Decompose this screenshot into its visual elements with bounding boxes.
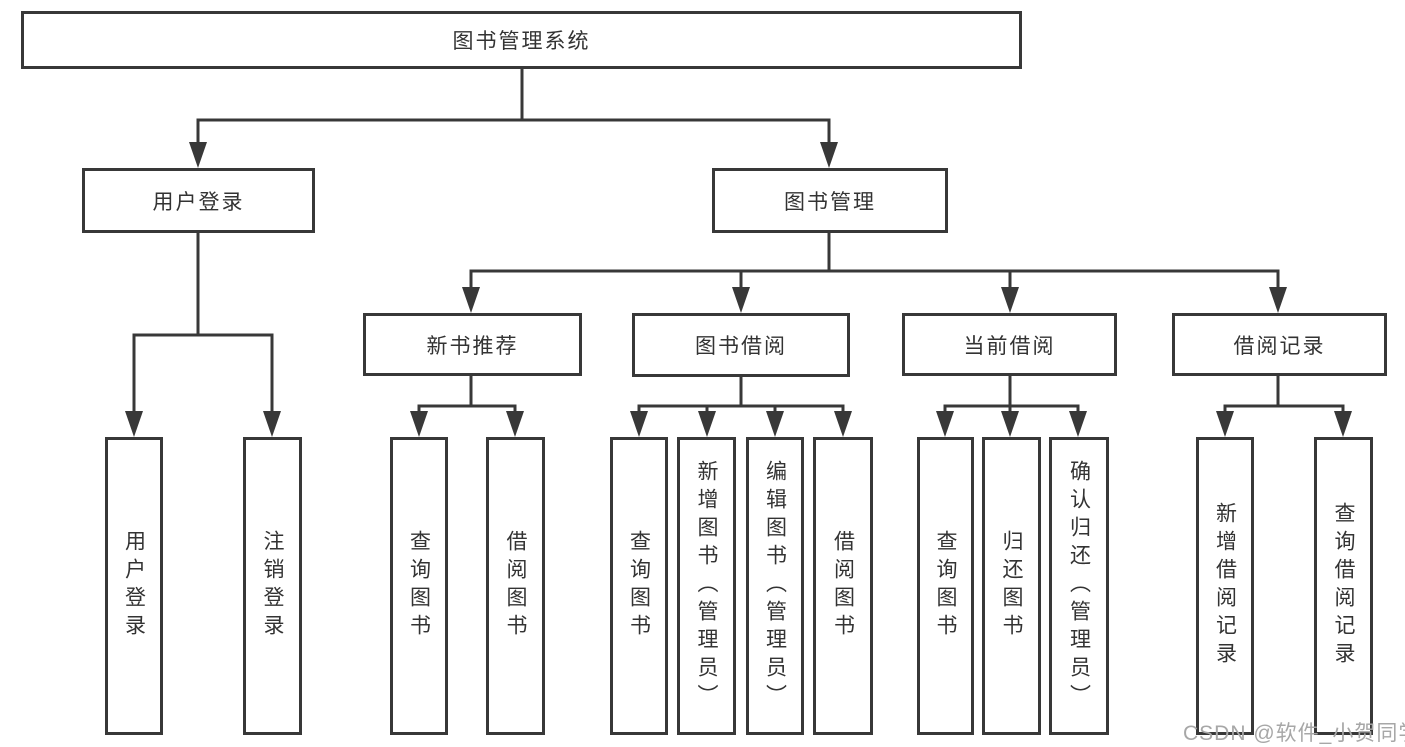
node-current-borrow: 当前借阅: [902, 313, 1117, 376]
node-label: 当前借阅: [963, 334, 1056, 358]
leaf-records-add-borrow-record: 新增借阅记录: [1196, 437, 1254, 735]
node-label: 图书管理: [784, 190, 876, 214]
leaf-current-confirm-return-admin: 确认归还（管理员）: [1049, 437, 1109, 735]
leaf-current-return-books: 归还图书: [982, 437, 1041, 735]
node-new-book-recommend: 新书推荐: [363, 313, 582, 376]
leaf-records-query-borrow-record: 查询借阅记录: [1314, 437, 1373, 735]
node-label: 注销登录: [261, 530, 284, 642]
node-label: 借阅图书: [831, 530, 855, 642]
node-label: 查询图书: [934, 530, 957, 642]
csdn-watermark: CSDN @软件_小贺同学: [1183, 722, 1405, 745]
leaf-current-query-books: 查询图书: [917, 437, 974, 735]
leaf-borrow-add-books-admin: 新增图书（管理员）: [677, 437, 736, 735]
node-user-login: 用户登录: [82, 168, 315, 233]
node-label: 编辑图书（管理员）: [763, 460, 787, 712]
node-label: 查询借阅记录: [1332, 502, 1355, 670]
leaf-borrow-query-books: 查询图书: [610, 437, 668, 735]
node-label: 用户登录: [152, 190, 245, 214]
node-label: 新书推荐: [426, 334, 519, 358]
node-label: 确认归还（管理员）: [1067, 460, 1091, 712]
arrowheads: [125, 142, 1352, 437]
node-label: 图书管理系统: [452, 30, 591, 53]
leaf-user-login: 用户登录: [105, 437, 163, 735]
node-book-management: 图书管理: [712, 168, 948, 233]
leaf-newbook-borrow-books: 借阅图书: [486, 437, 545, 735]
leaf-newbook-query-books: 查询图书: [390, 437, 448, 735]
node-label: 新增借阅记录: [1213, 502, 1237, 670]
node-root-library-management-system: 图书管理系统: [21, 11, 1022, 69]
node-label: 查询图书: [627, 530, 651, 642]
node-borrow-records: 借阅记录: [1172, 313, 1387, 376]
node-label: 新增图书（管理员）: [695, 460, 718, 712]
node-label: 图书借阅: [695, 335, 787, 358]
node-label: 借阅图书: [504, 530, 527, 642]
node-label: 借阅记录: [1233, 334, 1326, 358]
leaf-borrow-edit-books-admin: 编辑图书（管理员）: [746, 437, 804, 735]
node-book-borrow: 图书借阅: [632, 313, 850, 377]
node-label: 归还图书: [1000, 530, 1023, 642]
node-label: 查询图书: [407, 530, 431, 642]
node-label: 用户登录: [122, 530, 146, 642]
leaf-logout: 注销登录: [243, 437, 302, 735]
leaf-borrow-borrow-books: 借阅图书: [813, 437, 873, 735]
